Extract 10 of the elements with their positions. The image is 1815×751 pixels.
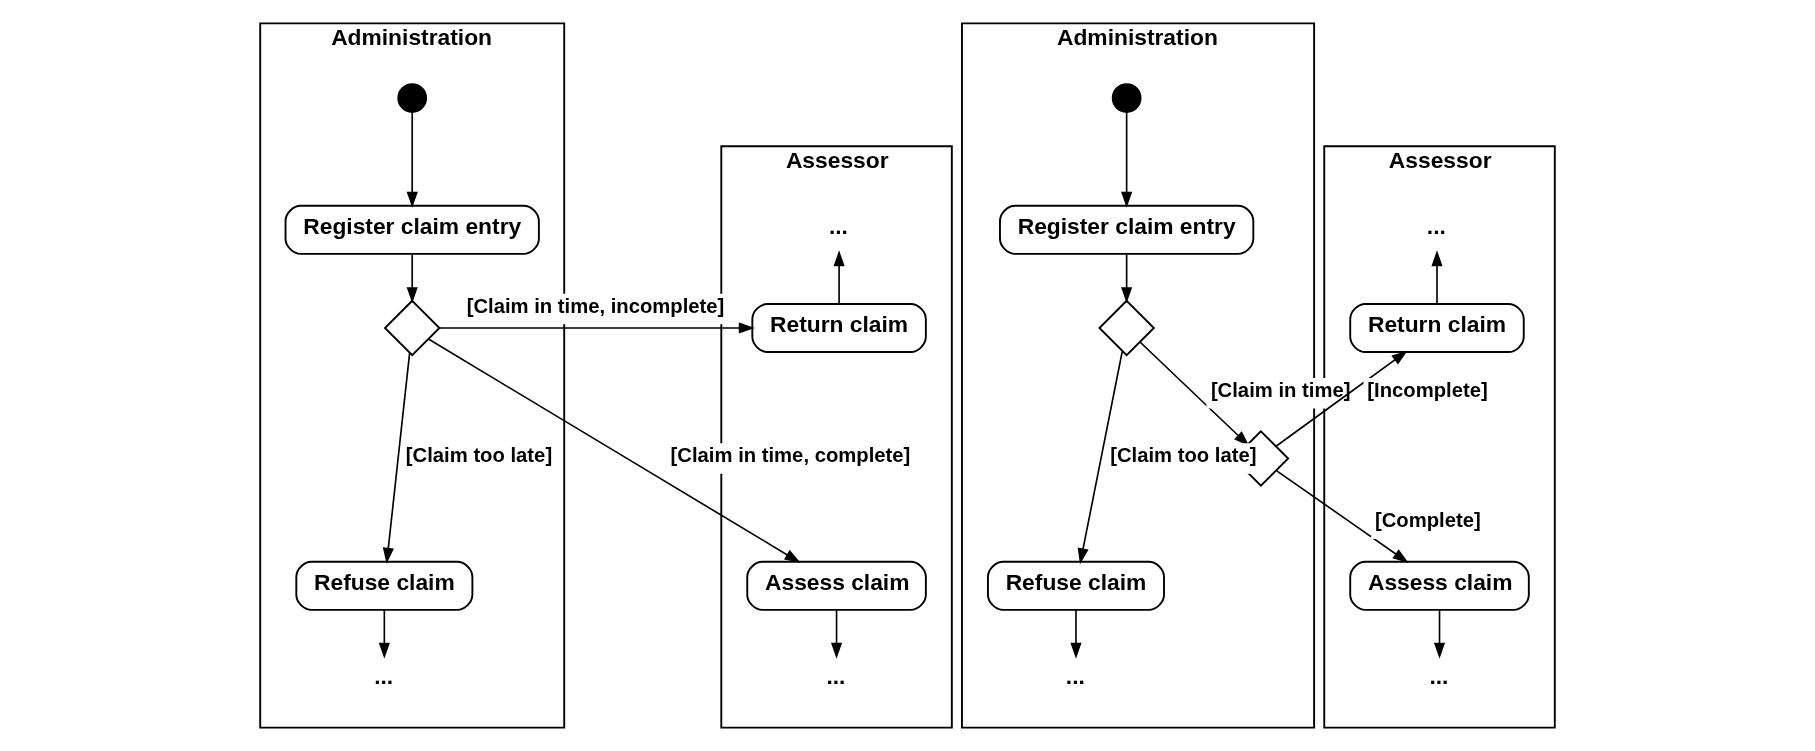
edge-label: [Incomplete] (1367, 378, 1488, 401)
edge-label: [Claim too late] (405, 444, 553, 467)
node-text: ... (826, 662, 846, 689)
node-text: ... (1426, 213, 1446, 240)
edge-label: [Claim too late] (1110, 444, 1257, 467)
node-text: ... (1429, 662, 1449, 689)
node-text: ... (374, 662, 394, 689)
node-text: ... (1065, 662, 1085, 689)
edge-label: [Complete] (1374, 509, 1481, 532)
node-text: ... (828, 213, 848, 240)
